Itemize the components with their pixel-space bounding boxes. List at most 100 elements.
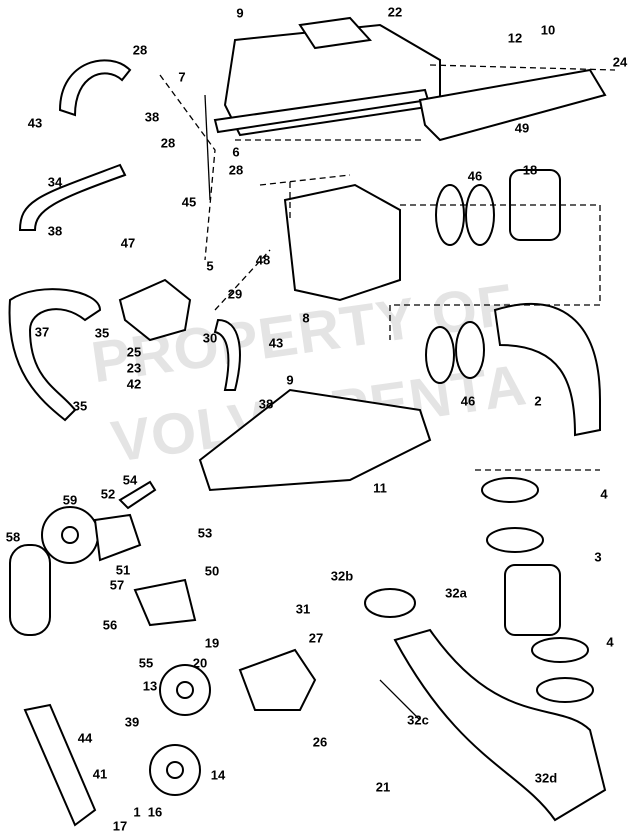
callout-19: 19 [204,635,220,651]
callout-21: 21 [375,779,391,795]
callout-10: 10 [540,22,556,38]
callout-37: 37 [34,324,50,340]
callout-59: 59 [62,492,78,508]
callout-16: 16 [147,804,163,820]
clamp-46c [425,326,455,384]
exhaust-manifold-top [213,16,441,137]
callout-32b: 32b [330,568,354,584]
callout-35: 35 [94,325,110,341]
rod-32c [379,679,421,721]
clamp-4c [531,637,589,663]
callout-31: 31 [295,601,311,617]
thermostat-housing [118,278,192,342]
cover-32a [364,588,416,618]
callout-5: 5 [206,258,214,274]
callout-2: 2 [534,393,542,409]
callout-8: 8 [302,310,310,326]
callout-9: 9 [286,372,294,388]
clamp-4b [486,527,544,553]
callout-29: 29 [227,286,243,302]
exhaust-pipe-lower [393,628,607,822]
clamp-4d [536,677,594,703]
callout-32c: 32c [407,712,429,728]
callout-52: 52 [100,486,116,502]
hose-43 [58,59,132,117]
callout-30: 30 [202,330,218,346]
clamp-46d [455,321,485,379]
callout-28: 28 [132,42,148,58]
belt-58 [9,544,51,636]
callout-44: 44 [77,730,93,746]
hose-37 [8,288,102,422]
callout-3: 3 [594,549,602,565]
callout-43: 43 [268,335,284,351]
belt-44 [23,703,97,827]
callout-26: 26 [312,734,328,750]
pulley-14 [149,744,201,796]
callout-34: 34 [47,174,63,190]
callout-57: 57 [109,577,125,593]
callout-51: 51 [115,562,131,578]
water-pump-59 [41,506,142,564]
callout-11: 11 [373,480,387,496]
callout-43: 43 [27,115,43,131]
bellows-3 [504,564,561,636]
clamp-4a [481,477,539,503]
callout-42: 42 [126,376,142,392]
callout-14: 14 [210,767,226,783]
callout-38: 38 [144,109,160,125]
callout-39: 39 [124,714,140,730]
callout-58: 58 [5,529,21,545]
callout-25: 25 [126,344,142,360]
callout-6: 6 [232,144,240,160]
callout-24: 24 [612,54,628,70]
callout-4: 4 [600,486,608,502]
stud-7 [204,94,211,201]
callout-1: 1 [133,804,141,820]
callout-38: 38 [47,223,63,239]
callout-48: 48 [255,252,271,268]
callout-55: 55 [138,655,154,671]
callout-46: 46 [467,168,483,184]
callout-54: 54 [122,472,138,488]
hose-34 [18,163,127,231]
callout-46: 46 [460,393,476,409]
callout-13: 13 [142,678,158,694]
manifold-gasket [418,68,607,142]
bracket-50 [133,578,197,627]
callout-4: 4 [606,634,614,650]
callout-22: 22 [387,4,403,20]
hose-54 [118,480,157,510]
exhaust-pipe-2 [493,303,601,437]
callout-18: 18 [522,162,538,178]
callout-32d: 32d [534,770,558,786]
callout-20: 20 [192,655,208,671]
clamp-46b [465,184,495,246]
riser-lower [198,388,432,492]
callout-23: 23 [126,360,142,376]
callout-17: 17 [112,818,128,834]
callout-35: 35 [72,398,88,414]
callout-27: 27 [308,630,324,646]
exhaust-elbow [283,183,401,302]
dashed-guide-lines [159,64,616,471]
callout-9: 9 [236,5,244,21]
callout-56: 56 [102,617,118,633]
callout-12: 12 [507,30,523,46]
callout-49: 49 [514,120,530,136]
hose-43b [213,318,241,391]
callout-7: 7 [178,69,186,85]
pulley-13 [159,664,211,716]
callout-28: 28 [228,162,244,178]
circulation-pump-26 [238,648,317,711]
clamp-46a [435,184,465,246]
callout-41: 41 [92,766,108,782]
callout-28: 28 [160,135,176,151]
callout-53: 53 [197,525,213,541]
callout-50: 50 [204,563,220,579]
callout-38: 38 [258,396,274,412]
callout-45: 45 [181,194,197,210]
callout-32a: 32a [445,585,467,601]
